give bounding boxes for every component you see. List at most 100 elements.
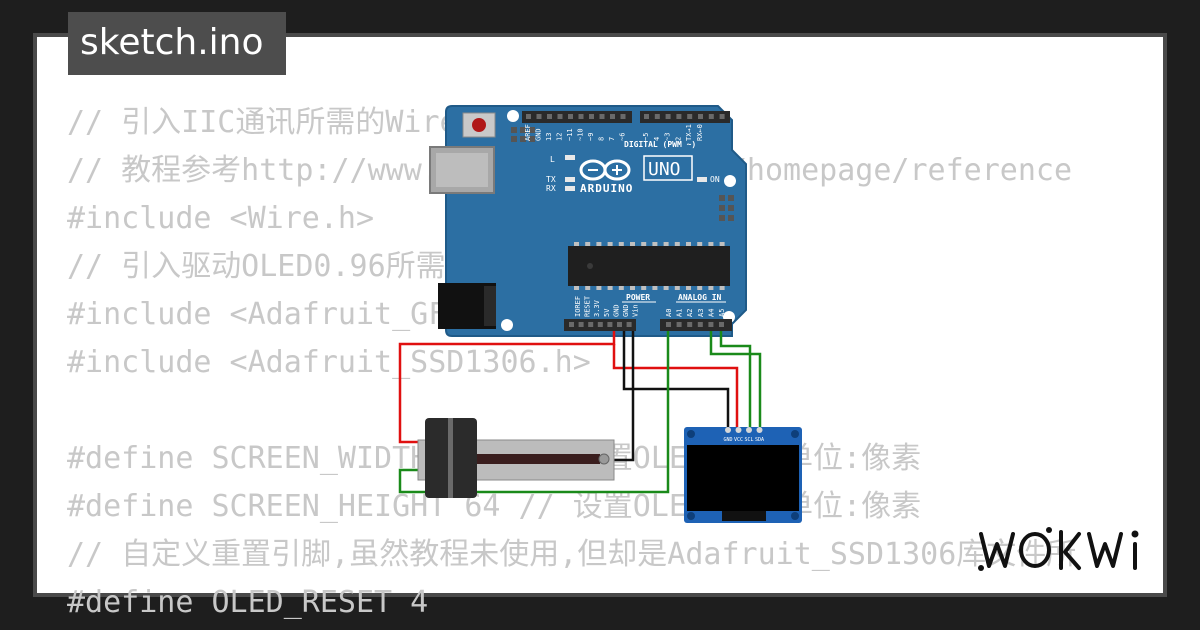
chip-leg bbox=[686, 242, 691, 246]
pin-label: GND bbox=[622, 304, 630, 317]
pin-label: 2 bbox=[674, 137, 682, 141]
pin-label: Vin bbox=[632, 304, 640, 317]
oled-pin-label: GND bbox=[723, 437, 732, 443]
power-jack-tip bbox=[484, 286, 496, 326]
wire-5v-to-oled-vcc[interactable] bbox=[398, 331, 616, 444]
pin-label: ~3 bbox=[664, 133, 672, 141]
on-led-label: ON bbox=[710, 175, 720, 184]
wire-a5-to-oled-scl[interactable] bbox=[719, 331, 752, 428]
wokwi-logo bbox=[978, 527, 1139, 571]
pin-label: A4 bbox=[707, 309, 715, 317]
wire-5v-to-oled-vcc[interactable] bbox=[612, 344, 739, 428]
code-line: #include <Wire.h> bbox=[67, 201, 375, 236]
chip-leg bbox=[674, 286, 680, 290]
pin-label: RX←0 bbox=[696, 124, 704, 141]
oled-pin bbox=[725, 427, 731, 433]
chip-leg bbox=[708, 286, 714, 290]
slide-potentiometer[interactable] bbox=[417, 418, 615, 498]
potentiometer-knob-ridge bbox=[448, 418, 453, 498]
arduino-logo-symbols bbox=[588, 165, 622, 175]
code-line: // 自定义重置引脚,虽然教程未使用,但却是Adafruit_SSD1306库文… bbox=[67, 537, 1077, 572]
chip-leg bbox=[630, 286, 635, 290]
oled-pin bbox=[756, 427, 763, 433]
chip-leg bbox=[697, 286, 703, 290]
pin-label: 4 bbox=[653, 137, 661, 141]
pin-hole bbox=[557, 114, 563, 119]
chip-leg bbox=[618, 286, 624, 290]
led-label-rx: RX bbox=[546, 184, 556, 193]
digital-header-label: DIGITAL (PWM ~) bbox=[624, 140, 696, 149]
pin-hole bbox=[569, 322, 574, 327]
pin-label: A0 bbox=[665, 309, 673, 317]
pin-label: A2 bbox=[686, 309, 694, 317]
pin-label: A5 bbox=[718, 309, 726, 317]
pin-label: ~6 bbox=[619, 133, 627, 141]
status-leds bbox=[565, 155, 707, 191]
pin-hole bbox=[719, 322, 724, 327]
pin-hole bbox=[620, 114, 626, 119]
oled-mount-hole bbox=[687, 512, 695, 520]
led-label-l: L bbox=[550, 155, 555, 164]
pin-label: GND bbox=[612, 304, 620, 317]
pin-hole bbox=[665, 114, 671, 119]
icsp-header bbox=[511, 127, 535, 142]
pin-hole bbox=[687, 114, 693, 119]
chip-leg bbox=[719, 286, 725, 290]
wire-gnd-to-oled-gnd[interactable] bbox=[622, 331, 730, 428]
pin-label: 8 bbox=[598, 137, 606, 141]
digital-header bbox=[640, 111, 730, 123]
pin-label: ~9 bbox=[587, 133, 595, 141]
mounting-hole bbox=[724, 175, 736, 187]
pin-label: 13 bbox=[545, 133, 553, 141]
chip-leg bbox=[607, 242, 613, 246]
wire-a0-to-potentiometer[interactable] bbox=[398, 331, 670, 494]
wire-a4-to-oled-sda[interactable] bbox=[709, 331, 762, 428]
pin-hole bbox=[626, 322, 632, 327]
chip-leg bbox=[585, 242, 591, 246]
bottom-pin-holes bbox=[569, 322, 724, 327]
digital-pin-holes bbox=[526, 114, 725, 119]
pin-hole bbox=[547, 114, 552, 119]
usb-port-inner bbox=[436, 153, 488, 187]
reset-button[interactable] bbox=[472, 118, 486, 132]
microcontroller-chip bbox=[568, 246, 730, 286]
pin-hole bbox=[654, 114, 660, 119]
oled-mount-hole bbox=[791, 512, 799, 520]
chip-leg bbox=[585, 286, 591, 290]
pin-hole bbox=[708, 114, 714, 119]
oled-pin bbox=[746, 427, 752, 433]
pin-label: IOREF bbox=[574, 296, 582, 317]
arduino-infinity-logo bbox=[579, 159, 631, 181]
pin-hole bbox=[610, 114, 615, 119]
icsp-header-right bbox=[719, 195, 734, 221]
pin-hole bbox=[526, 114, 531, 119]
pin-hole bbox=[578, 322, 584, 327]
oled-pin-label: VCC bbox=[734, 437, 743, 443]
pin-hole bbox=[666, 322, 671, 327]
chip-leg bbox=[630, 242, 635, 246]
pin-hole bbox=[617, 322, 622, 327]
pin-label: 5V bbox=[603, 308, 611, 317]
chip-leg bbox=[596, 286, 602, 290]
led-label-tx: TX bbox=[546, 175, 556, 184]
oled-pin-label: SDA bbox=[755, 437, 764, 443]
mounting-hole bbox=[501, 319, 513, 331]
chip-leg bbox=[652, 242, 658, 246]
pin-label: RESET bbox=[584, 295, 592, 317]
analog-section-label: ANALOG IN bbox=[678, 293, 722, 302]
oled-mount-hole bbox=[791, 430, 799, 438]
pin-hole bbox=[599, 114, 605, 119]
pin-hole bbox=[644, 114, 649, 119]
wire-gnd-to-potentiometer[interactable] bbox=[610, 331, 635, 462]
chip-leg bbox=[663, 242, 669, 246]
pin-hole bbox=[597, 322, 603, 327]
potentiometer-screw bbox=[598, 453, 610, 465]
wires bbox=[398, 331, 762, 494]
chip-leg bbox=[697, 242, 703, 246]
